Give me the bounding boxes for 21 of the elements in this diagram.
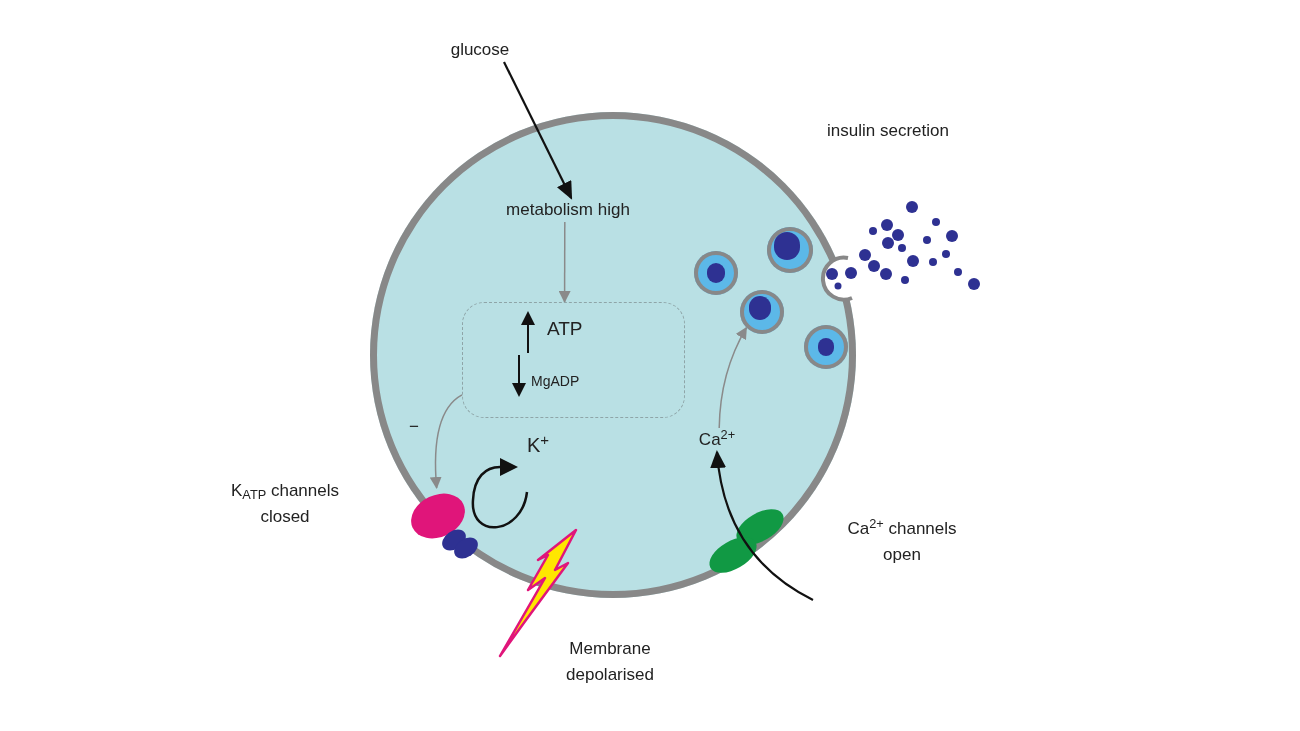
vesicle [740, 290, 784, 334]
arrow [710, 450, 814, 601]
node-text: Ca$^{2+}$ [698, 427, 736, 452]
vesicle [804, 325, 848, 369]
arrow [429, 394, 463, 489]
text-label: K$_{ATP}$ channels closed [230, 480, 340, 528]
text-label: insulin secretion [826, 120, 950, 142]
molecule-label: MgADP [531, 372, 580, 391]
vesicle [767, 227, 813, 273]
node-text: metabolism high [506, 199, 630, 222]
arrow [503, 61, 573, 200]
text-label: − [408, 416, 420, 438]
arrow [718, 326, 748, 429]
arrow [558, 221, 571, 303]
dashed-rounded-box [462, 302, 685, 418]
text-label: K$^{+}$ [525, 432, 551, 458]
molecule-label: ATP [547, 317, 583, 341]
node-text: glucose [450, 39, 510, 62]
vesicle [694, 251, 738, 295]
text-label: Membrane depolarised [565, 638, 655, 686]
text-label: Ca$^{2+}$ channels open [846, 516, 958, 566]
